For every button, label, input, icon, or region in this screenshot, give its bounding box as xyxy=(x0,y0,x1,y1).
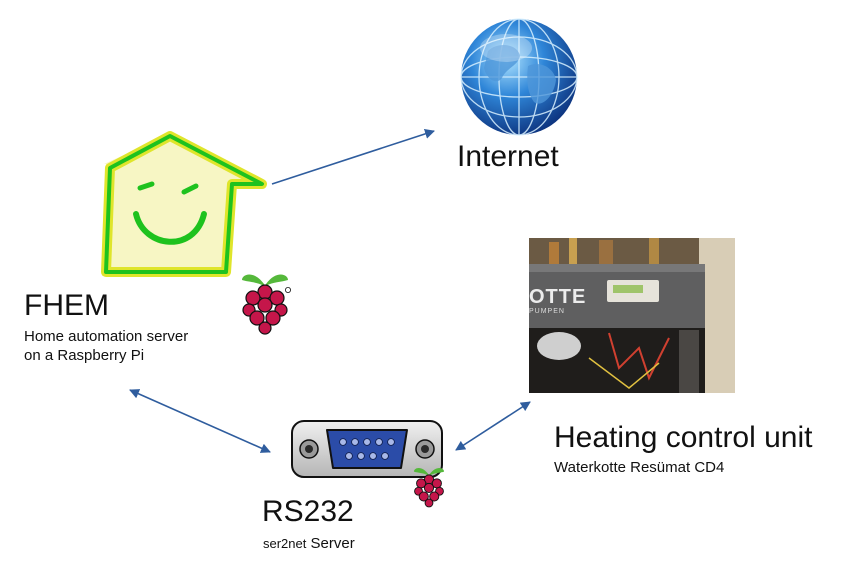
db9-connector-icon xyxy=(291,420,443,478)
heating-subtitle: Waterkotte Resümat CD4 xyxy=(554,459,725,476)
internet-label: Internet xyxy=(457,140,559,173)
rs232-subtitle: ser2net Server xyxy=(263,535,355,554)
arrow-rs232-heating xyxy=(455,401,531,451)
heating-title: Heating control unit xyxy=(554,421,813,454)
heating-photo-brand: OTTE xyxy=(529,286,587,308)
arrow-fhem-to-internet xyxy=(271,129,435,185)
rs232-title: RS232 xyxy=(262,495,354,528)
fhem-house-icon xyxy=(101,131,267,277)
fhem-title: FHEM xyxy=(24,289,109,322)
rs232-subtitle-prefix: ser2net xyxy=(263,536,307,551)
fhem-subtitle-1: Home automation server xyxy=(24,328,189,345)
arrow-fhem-rs232 xyxy=(129,389,271,453)
raspberry-pi-icon xyxy=(242,274,292,335)
rs232-subtitle-suffix: Server xyxy=(310,535,355,552)
heating-unit-illustration xyxy=(529,238,735,393)
heating-photo-subtext: PUMPEN xyxy=(529,308,565,315)
heating-unit-photo: OTTE PUMPEN xyxy=(529,238,735,393)
globe-icon xyxy=(460,18,578,136)
raspberry-pi-icon-rs232 xyxy=(413,467,445,508)
fhem-subtitle-2: on a Raspberry Pi xyxy=(24,347,145,364)
